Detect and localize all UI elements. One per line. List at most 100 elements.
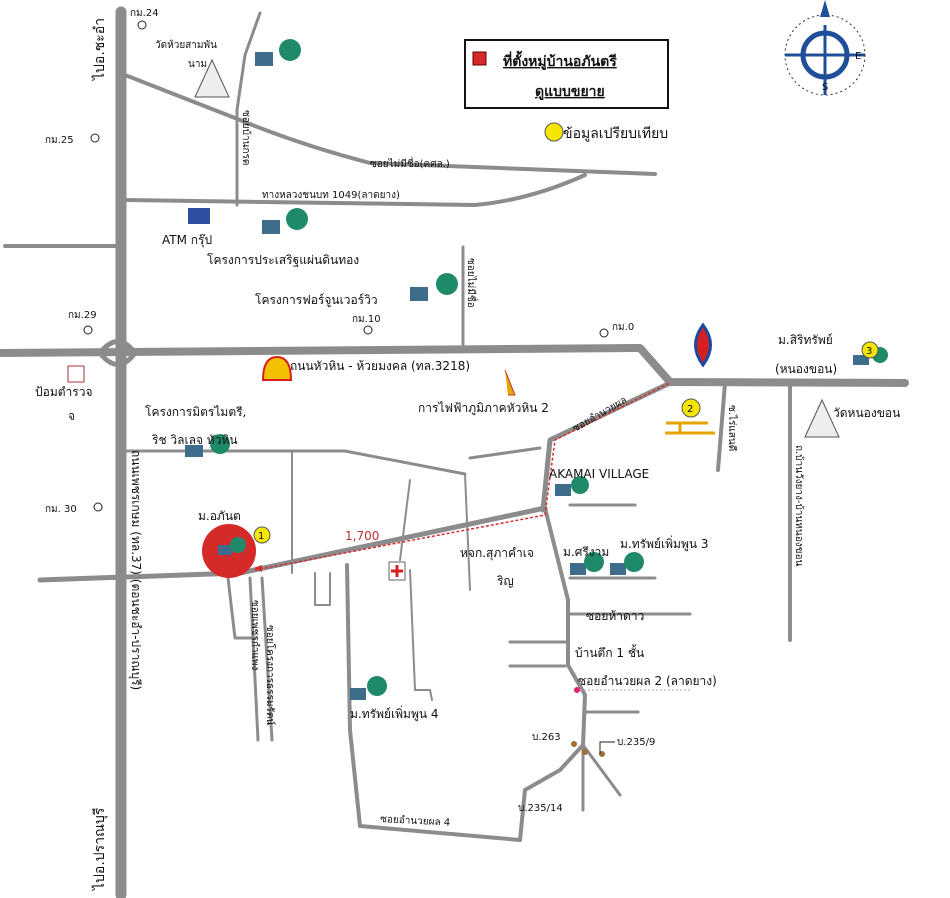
- road-label: ซอยห้าดาว: [586, 609, 644, 623]
- direction-to-chaam: ไปอ.ชะอำ: [91, 18, 108, 81]
- hospital-icon: [388, 561, 406, 581]
- map-label: S: [822, 82, 828, 93]
- atm-icon: [188, 208, 210, 224]
- map-shape: [194, 58, 230, 98]
- map-shape: [226, 576, 274, 742]
- place-label: จ: [68, 409, 75, 423]
- road-label: ซอยไม่มีชื่อ(คศล.): [370, 156, 450, 170]
- place-label: วัดห้วยสามพัน: [155, 39, 217, 51]
- place-icons: [67, 39, 888, 757]
- map-shape: [581, 743, 622, 812]
- legend-expand-link[interactable]: ดูแบบขยาย: [535, 84, 605, 100]
- temple-icon: [804, 398, 840, 438]
- map-shape: [279, 39, 301, 61]
- place-label: ป้อมตำรวจ: [35, 385, 92, 399]
- map-shape: [123, 173, 587, 207]
- distance-label: 1,700: [345, 529, 379, 543]
- direction-to-pranburi: ไปอ.ปราณบุรี: [91, 807, 108, 891]
- map-shape: [440, 625, 450, 640]
- place-label: โครงการฟอร์จูนเวอร์วิว: [255, 293, 378, 308]
- map-shape: [436, 273, 458, 295]
- village-icon: [555, 476, 589, 496]
- map-shape: [508, 503, 692, 714]
- house-marker: [571, 741, 577, 747]
- map-shape: [350, 688, 366, 700]
- map-label: 1: [258, 531, 264, 542]
- map-shape: [286, 208, 308, 230]
- map-shape: [291, 450, 471, 591]
- place-label: โครงการมิตรไมตรี,: [145, 405, 246, 419]
- road-label: ซอยเพชรกำแพง: [249, 600, 260, 671]
- map-shape: [716, 381, 792, 642]
- legend-compare-label: ข้อมูลเปรียบเทียบ: [563, 126, 668, 142]
- map-shape: [254, 565, 262, 572]
- place-label: โครงการประเสริฐแผ่นดินทอง: [207, 253, 359, 267]
- road-label: ถ.บ้านวังยาง-บ้านหนองขอน: [793, 445, 805, 566]
- map-shape: [853, 355, 869, 365]
- map-shape: [93, 502, 103, 512]
- place-label: บ.235/9: [617, 737, 655, 748]
- map-shape: [464, 39, 669, 109]
- road-label: ทางหลวงชนบท 1049(ลาดยาง): [262, 190, 400, 201]
- map-shape: [584, 552, 604, 572]
- village-icon: [350, 676, 387, 700]
- road-label: ซอยโครงการธรรมรัตน์: [264, 625, 277, 725]
- map-shape: [391, 565, 403, 577]
- village-icon: [410, 273, 458, 301]
- map-shape: [123, 73, 657, 176]
- map-shape: [665, 421, 715, 435]
- map-label: กม.10: [352, 314, 381, 325]
- place-label: บ.263: [532, 732, 561, 743]
- place-label: ม.อภันต: [198, 509, 241, 523]
- place-label: การไฟฟ้าภูมิภาคหัวหิน 2: [418, 401, 549, 416]
- place-label: บ้านตึก 1 ชั้น: [575, 644, 644, 660]
- road-label: ถนนหัวหิน - ห้วยมงคล (ทล.3218): [290, 359, 470, 373]
- map-shape: [540, 380, 673, 513]
- map-shape: [255, 52, 273, 66]
- map-shape: [804, 398, 840, 438]
- map-shape: [820, 0, 830, 17]
- road-label: ซอยอำนวยผล 2 (ลาดยาง): [578, 674, 717, 688]
- map-shape: [97, 339, 138, 367]
- map-shape: [253, 526, 271, 544]
- place-label: ริญ: [496, 574, 513, 588]
- pea-logo-icon: [504, 369, 516, 396]
- map-shape: [555, 484, 571, 496]
- km-markers: กม.24 กม.25 กม.29 กม. 30 กม.10 กม.0: [45, 8, 634, 515]
- map-label: กม.0: [612, 322, 634, 333]
- map-label: กม. 30: [45, 504, 77, 515]
- road-label: ซ.ไร่แสนดี: [726, 405, 738, 451]
- village-icon: [262, 208, 308, 234]
- map-label: กม.25: [45, 135, 74, 146]
- map-shape: [410, 287, 428, 301]
- map-label: 2: [687, 404, 693, 415]
- road-label: ถนนเพชรเกษม (ทล.37) (ตอนชะอำ-ปราณบุรี): [128, 450, 143, 690]
- village-icon: [255, 39, 301, 66]
- map-shape: [861, 341, 879, 359]
- place-label: ม.ทรัพย์เพิ่มพูน 3: [620, 535, 709, 552]
- soi-amnuayphon2-marker: [574, 687, 580, 693]
- map-shape: [599, 741, 615, 754]
- comparison-points: 1 2 3: [253, 341, 879, 544]
- shell-station-icon: [261, 355, 293, 381]
- map-shape: [230, 537, 246, 553]
- map-label: E: [855, 51, 861, 62]
- map-label: กม.29: [68, 310, 97, 321]
- temple-icon: [194, 58, 230, 98]
- place-label: บ.235/14: [518, 803, 563, 814]
- map-shape: [570, 563, 586, 575]
- place-label: ม.ทรัพย์เพิ่มพูน 4: [350, 705, 439, 722]
- map-shape: [624, 552, 644, 572]
- map-shape: [367, 676, 387, 696]
- map-label: กม.24: [130, 8, 159, 19]
- map-shape: [210, 434, 230, 454]
- road-3218: [0, 344, 909, 387]
- map-shape: [83, 20, 609, 512]
- police-box-icon: [67, 365, 85, 383]
- compare-dot-icon: [544, 122, 564, 142]
- map-shape: [185, 445, 203, 457]
- map-shape: [137, 20, 147, 30]
- map-label: 3: [866, 346, 872, 357]
- map-shape: [314, 569, 433, 701]
